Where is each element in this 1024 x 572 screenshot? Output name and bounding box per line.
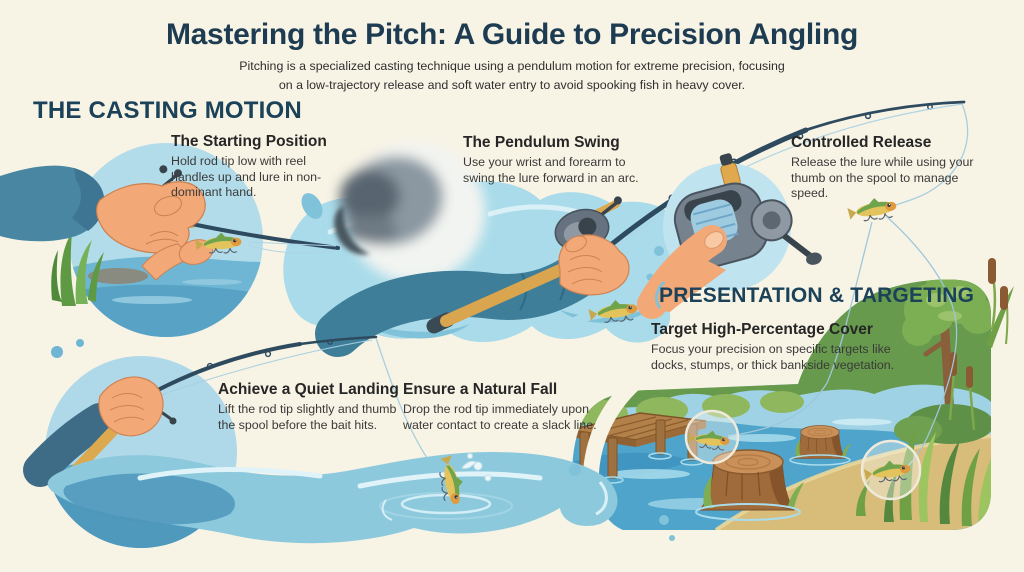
blurred-area xyxy=(334,142,485,282)
step-natural-fall: Ensure a Natural Fall Drop the rod tip i… xyxy=(403,381,601,433)
step-body: Use your wrist and forearm to swing the … xyxy=(463,155,639,185)
target-lure-highlight xyxy=(684,409,922,501)
water-wave-decoration-bottom xyxy=(47,452,675,544)
step-title: Target High-Percentage Cover xyxy=(651,321,873,338)
step-title: The Pendulum Swing xyxy=(463,134,620,151)
step-target-cover: Target High-Percentage Cover Focus your … xyxy=(651,321,911,373)
section-heading-presentation-targeting: PRESENTATION & TARGETING xyxy=(659,284,975,307)
step-pendulum-swing: The Pendulum Swing Use your wrist and fo… xyxy=(463,134,643,186)
cattail-icon xyxy=(986,258,1014,348)
step-body: Release the lure while using your thumb … xyxy=(791,155,974,201)
step-title: The Starting Position xyxy=(171,133,327,150)
step-quiet-landing: Achieve a Quiet Landing Lift the rod tip… xyxy=(218,381,400,433)
natural-fall-illustration xyxy=(379,453,513,521)
step-body: Focus your precision on specific targets… xyxy=(651,342,895,372)
page-subtitle: Pitching is a specialized casting techni… xyxy=(0,57,1024,94)
step-body: Lift the rod tip slightly and thumb the … xyxy=(218,402,397,432)
moving-lure-illustration xyxy=(558,296,640,331)
page-title: Mastering the Pitch: A Guide to Precisio… xyxy=(165,18,858,51)
controlled-release-illustration xyxy=(637,153,822,319)
fishing-line xyxy=(727,215,958,468)
step-body: Drop the rod tip immediately upon water … xyxy=(403,402,597,432)
subtitle-line-2: on a low-trajectory release and soft wat… xyxy=(278,77,746,92)
section-heading-casting-motion: THE CASTING MOTION xyxy=(33,97,302,124)
step-title: Achieve a Quiet Landing xyxy=(218,381,399,398)
step-controlled-release: Controlled Release Release the lure whil… xyxy=(791,134,981,202)
step-starting-position: The Starting Position Hold rod tip low w… xyxy=(171,133,347,201)
step-title: Controlled Release xyxy=(791,134,932,151)
starting-position-illustration xyxy=(0,143,340,337)
subtitle-line-1: Pitching is a specialized casting techni… xyxy=(239,59,785,73)
pendulum-swing-illustration xyxy=(315,100,969,357)
step-body: Hold rod tip low with reel handles up an… xyxy=(171,154,322,200)
step-title: Ensure a Natural Fall xyxy=(403,381,558,398)
